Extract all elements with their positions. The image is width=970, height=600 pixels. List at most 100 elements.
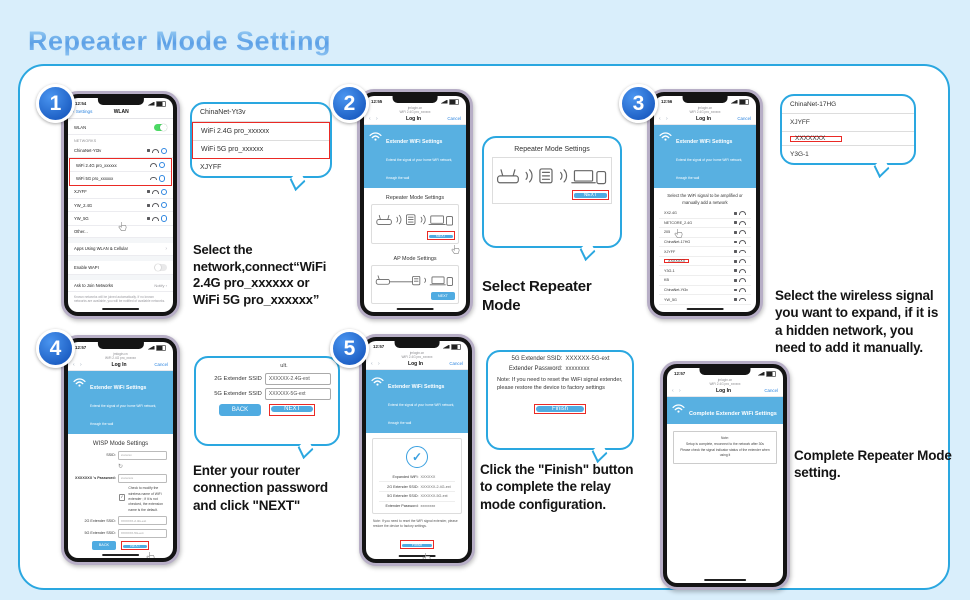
cancel-link[interactable]: Cancel xyxy=(737,116,751,122)
ap-next-button[interactable]: NEXT xyxy=(430,292,455,300)
finish-button[interactable]: Finish xyxy=(401,543,433,548)
cancel-link[interactable]: Cancel xyxy=(447,116,461,122)
networks-section-label: NETWORKS xyxy=(74,139,97,143)
highlight-box: Finish xyxy=(533,403,586,414)
bubble-network-row[interactable]: ChinaNet-Yt3v xyxy=(192,104,330,122)
highlight-box: XXXXXXX xyxy=(790,135,843,142)
next-button[interactable]: NEXT xyxy=(123,544,148,549)
nav-arrows[interactable]: ‹ › xyxy=(369,115,380,122)
wifi-icon xyxy=(151,203,159,208)
back-button[interactable]: BACK xyxy=(91,541,117,551)
bubble-network-row[interactable]: WiFi 2.4G pro_xxxxxx xyxy=(193,123,329,141)
wlan-page-title: WLAN xyxy=(113,108,129,115)
nav-arrows[interactable]: ‹ › xyxy=(672,387,683,394)
phone-notch xyxy=(394,341,440,348)
banner-subtitle: Extend the signal of your home WiFi netw… xyxy=(386,157,453,180)
password-input[interactable]: xxxxxxxx xyxy=(117,473,167,483)
bubble-network-row[interactable]: ChinaNet-17HG xyxy=(782,96,914,114)
status-time: 12:56 xyxy=(661,99,673,104)
ssid-2g-input[interactable]: XXXXXX-2.4G-ext xyxy=(264,373,331,385)
wapi-toggle-off[interactable] xyxy=(154,263,167,272)
phone-notch xyxy=(682,96,728,103)
phone-step1: 12:54 ‹ Settings WLAN WLAN NETWORKS Chin… xyxy=(61,91,180,319)
ssid-input[interactable]: xxxxxxx xyxy=(117,450,167,460)
wifi-list-row-selected[interactable]: XXXXXXX xyxy=(659,257,751,267)
back-to-settings-link[interactable]: ‹ Settings xyxy=(73,109,93,114)
cancel-link[interactable]: Cancel xyxy=(764,388,778,394)
status-time: 12:57 xyxy=(373,344,385,349)
note-title: Note: xyxy=(721,436,729,441)
step2-caption: Select Repeater Mode xyxy=(482,278,592,315)
wifi-icon xyxy=(151,189,159,194)
enable-wapi-row[interactable]: Enable WAPI xyxy=(68,260,173,276)
router-cable-extender-devices-icon xyxy=(375,275,453,287)
network-row[interactable]: WiFi 5G pro_xxxxxx xyxy=(70,172,171,185)
network-row[interactable]: WiFi 2.4G pro_xxxxxx xyxy=(70,158,171,173)
nav-arrows[interactable]: ‹ › xyxy=(659,115,670,122)
ssid-5g-input[interactable]: XXXXXX-5G-ext xyxy=(264,388,331,400)
wifi-list-row[interactable]: YW_5G xyxy=(659,295,751,305)
hand-cursor-icon xyxy=(146,551,155,558)
nav-arrows[interactable]: ‹ › xyxy=(73,361,84,368)
info-icon xyxy=(160,202,167,209)
step3-caption: Select the wireless signal you want to e… xyxy=(775,288,939,355)
wlan-toggle-on[interactable] xyxy=(154,123,167,131)
next-button[interactable]: NEXT xyxy=(573,192,607,198)
nav-arrows[interactable]: ‹ › xyxy=(371,360,382,367)
network-row[interactable]: ChinaNet-Yt3v xyxy=(68,144,173,158)
wifi-list-row[interactable]: ChinaNet-17HG xyxy=(659,238,751,248)
lock-icon xyxy=(734,269,737,273)
bubble-network-row[interactable]: XJYFF xyxy=(200,164,222,171)
note-line2: Please check the signal indicator status… xyxy=(680,447,770,458)
bubble-network-row-selected[interactable]: XXXXXXX xyxy=(782,132,914,146)
login-title: Log In xyxy=(111,361,127,368)
next-button[interactable]: NEXT xyxy=(271,406,314,412)
repeater-mode-title: Repeater Mode Settings xyxy=(385,195,445,202)
lock-icon xyxy=(147,149,150,153)
other-network-row[interactable]: Other... xyxy=(68,225,173,238)
wifi-list-row[interactable]: Y3G-1 xyxy=(659,266,751,277)
home-indicator xyxy=(101,307,140,310)
apps-using-wlan-row[interactable]: Apps Using WLAN & Cellular› xyxy=(68,242,173,256)
highlight-box: NEXT xyxy=(269,404,316,416)
wifi-list-row[interactable]: XX2.4G xyxy=(659,209,751,219)
wifi-list-row[interactable]: KB xyxy=(659,276,751,286)
wlan-toggle-row[interactable]: WLAN xyxy=(68,120,173,135)
back-button[interactable]: BACK xyxy=(218,404,262,416)
bubble-network-row[interactable]: WiFi 5G pro_xxxxxx xyxy=(201,146,264,153)
ssid-5g-input[interactable]: XXXXXX-5G-ext xyxy=(117,528,167,538)
bubble-network-row[interactable]: Y3G-1 xyxy=(790,151,809,158)
hand-cursor-icon xyxy=(674,228,683,238)
phone-notch xyxy=(97,342,144,349)
cancel-link[interactable]: Cancel xyxy=(154,362,168,368)
ssid-2g-input[interactable]: XXXXXX-2.4G-ext xyxy=(117,516,167,526)
browser-nav-bar: ‹ › Log In Cancel xyxy=(364,114,466,126)
network-row[interactable]: XJYFF xyxy=(68,185,173,200)
wifi-list-row[interactable]: XJYFF xyxy=(659,247,751,257)
network-row[interactable]: YW_2.4G xyxy=(68,199,173,213)
wifi-list-row[interactable]: ChinaNet-Yt3v xyxy=(659,286,751,296)
info-icon xyxy=(160,147,167,154)
finish-button[interactable]: Finish xyxy=(535,405,584,412)
ssid-label: SSID: xyxy=(106,453,116,458)
battery-icon xyxy=(739,98,749,105)
wifi-list-row[interactable]: NETCORE_2.4G xyxy=(659,219,751,229)
lock-icon xyxy=(147,217,150,221)
home-indicator xyxy=(398,554,436,557)
modify-ssid-checkbox[interactable]: ✓ xyxy=(118,494,126,501)
wifi-list-row[interactable]: 205 xyxy=(659,228,751,238)
refresh-icon[interactable]: ↻ xyxy=(117,464,124,471)
cancel-link[interactable]: Cancel xyxy=(449,361,463,367)
repeater-next-button[interactable]: NEXT xyxy=(428,234,453,239)
step-badge-1: 1 xyxy=(36,84,75,123)
bubble-reset-note: Note: If you need to reset the WiFi sign… xyxy=(497,377,623,392)
battery-icon xyxy=(451,343,461,350)
wifi-icon xyxy=(149,163,157,167)
network-row[interactable]: YW_5G xyxy=(68,212,173,226)
highlight-box: Finish xyxy=(399,540,435,550)
bubble-network-row[interactable]: XJYFF xyxy=(782,114,914,132)
